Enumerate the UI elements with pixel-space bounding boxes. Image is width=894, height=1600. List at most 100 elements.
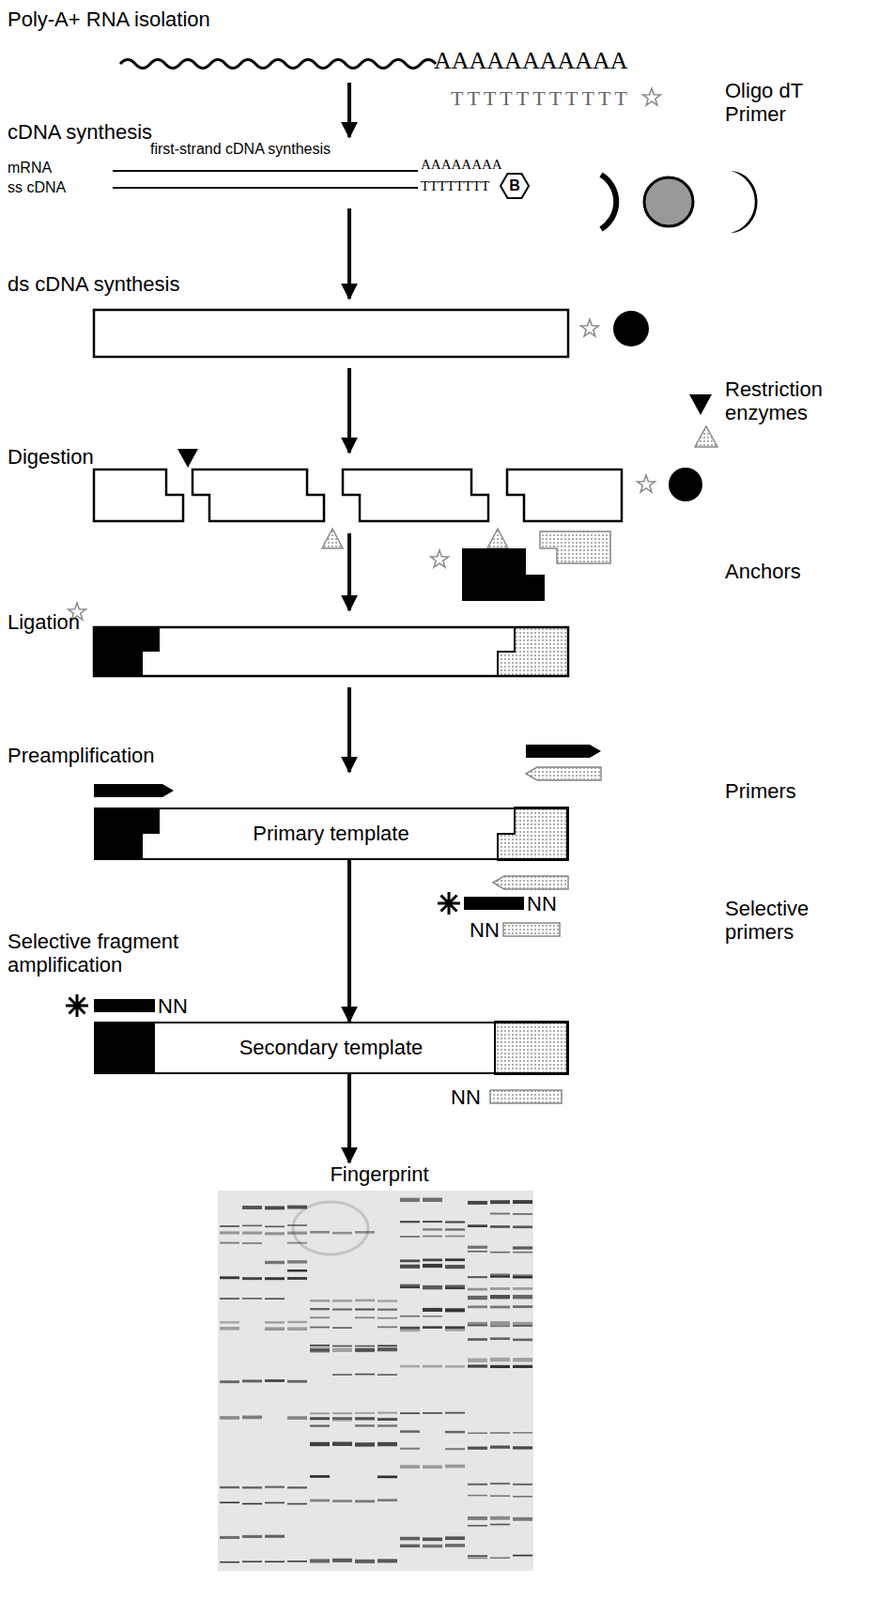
- ligated-fragment: [93, 627, 569, 677]
- polya-tail: AAAAAAAAAAA: [433, 46, 629, 76]
- gel-band: [400, 1286, 420, 1289]
- box-label: Secondary template: [228, 1032, 435, 1064]
- gel-band: [400, 1431, 420, 1434]
- gel-band: [422, 1538, 443, 1542]
- ligated-fragment-outline: [93, 627, 569, 677]
- anchor-end: [93, 807, 160, 861]
- gel-band: [445, 1259, 465, 1263]
- gel-band: [400, 1328, 420, 1332]
- gel-band: [400, 1326, 420, 1330]
- primer-arrow: [93, 784, 174, 798]
- gel-band: [512, 1495, 533, 1498]
- gel-band: [332, 1345, 353, 1348]
- gel-band: [490, 1294, 510, 1299]
- gel-band: [400, 1284, 420, 1289]
- gel-band: [512, 1517, 533, 1522]
- enzyme-triangle: [694, 426, 718, 447]
- gel-band: [445, 1264, 465, 1269]
- gel-band: [264, 1278, 285, 1281]
- gel-band: [400, 1465, 420, 1470]
- gel-band: [309, 1317, 330, 1320]
- gel-band: [287, 1261, 308, 1264]
- gel-band: [400, 1264, 420, 1269]
- gel-band: [400, 1413, 420, 1416]
- gel-band: [332, 1232, 353, 1235]
- gel-band: [422, 1308, 443, 1312]
- gel-band: [354, 1231, 375, 1234]
- gel-band: [354, 1373, 375, 1376]
- gel-band: [467, 1288, 488, 1292]
- gel-band: [467, 1483, 488, 1486]
- gel-band: [264, 1561, 285, 1564]
- gel-band: [287, 1417, 308, 1421]
- gel-band: [422, 1263, 443, 1268]
- flow-arrow: [347, 1074, 352, 1163]
- enzyme-triangle: [689, 394, 712, 416]
- gel-band: [242, 1232, 263, 1235]
- gel-band: [490, 1213, 510, 1216]
- primer-arrow: [525, 767, 602, 781]
- gel-band: [490, 1276, 510, 1279]
- gel-band: [490, 1446, 510, 1449]
- step-label: Poly-A+ RNA isolation: [7, 7, 211, 31]
- gel-band: [287, 1232, 308, 1235]
- gel-band: [422, 1198, 443, 1203]
- gel-band: [445, 1412, 465, 1415]
- gel-band: [445, 1285, 465, 1290]
- gel-band: [309, 1418, 330, 1421]
- anchor-end: [93, 1021, 155, 1075]
- gel-band: [264, 1322, 285, 1325]
- gel-band: [309, 1425, 330, 1428]
- gel-band: [287, 1503, 308, 1506]
- gel-band: [332, 1558, 353, 1563]
- gel-band: [467, 1495, 488, 1497]
- step-arrow: [347, 368, 352, 453]
- gel-band: [309, 1299, 330, 1303]
- gel-band: [467, 1556, 488, 1558]
- gel-band: [354, 1348, 375, 1353]
- gel-band: [287, 1242, 308, 1245]
- gel-band: [264, 1486, 285, 1489]
- gel-band: [219, 1417, 240, 1421]
- selective-bases: NN: [450, 1085, 481, 1110]
- gel-band: [242, 1205, 263, 1210]
- gel-band: [467, 1295, 488, 1300]
- gel-band: [467, 1365, 488, 1369]
- label-star: [636, 475, 655, 493]
- part-label: Selective primers: [724, 896, 866, 945]
- gel-band: [354, 1317, 375, 1320]
- cdna-fragment: [192, 469, 324, 522]
- gel-band: [332, 1374, 353, 1377]
- step-label: Selective fragment amplification: [7, 929, 243, 978]
- gel-band: [377, 1326, 398, 1329]
- gel-band: [490, 1365, 510, 1369]
- gel-band: [309, 1326, 330, 1329]
- gel-band: [467, 1225, 488, 1229]
- gel-band: [219, 1561, 240, 1564]
- gel-band: [309, 1231, 330, 1234]
- gel-band: [400, 1315, 420, 1318]
- gel-band: [467, 1325, 488, 1327]
- gel-band: [400, 1260, 420, 1264]
- gel-band: [512, 1200, 533, 1204]
- cut-site-triangle: [177, 448, 199, 468]
- gel-band: [377, 1348, 398, 1353]
- gel-band: [309, 1347, 330, 1352]
- selective-bases: NN: [469, 918, 500, 942]
- gel-band: [445, 1537, 465, 1542]
- gel-band: [422, 1285, 443, 1290]
- gel-band: [377, 1476, 398, 1480]
- gel-band: [264, 1535, 285, 1539]
- step-arrow: [347, 82, 352, 138]
- gel-band: [287, 1277, 308, 1280]
- gel-band: [422, 1544, 443, 1548]
- gel-band: [512, 1339, 533, 1342]
- gel-band: [445, 1287, 465, 1290]
- gel-band: [264, 1502, 285, 1505]
- step-arrow: [347, 687, 352, 772]
- oligo-dt-sequence: TTTTTTTT: [420, 178, 490, 195]
- bead-dot: [613, 310, 649, 347]
- gel-heading: Fingerprint: [217, 1162, 541, 1191]
